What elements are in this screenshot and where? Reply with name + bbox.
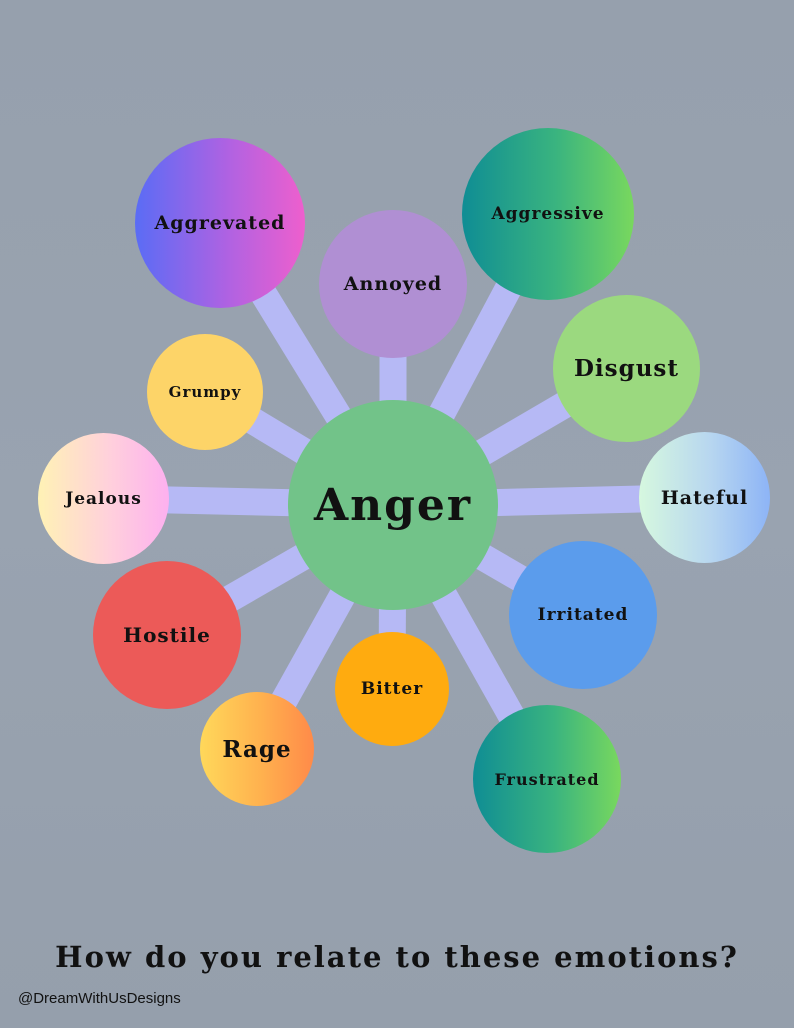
emotion-label-hateful: Hateful xyxy=(660,486,749,509)
emotion-bubble-aggressive: Aggressive xyxy=(462,128,634,300)
emotion-label-rage: Rage xyxy=(222,735,292,763)
emotion-label-irritated: Irritated xyxy=(537,605,629,625)
credit-handle: @DreamWithUsDesigns xyxy=(18,990,181,1007)
emotion-bubble-hostile: Hostile xyxy=(93,561,241,709)
emotion-label-annoyed: Annoyed xyxy=(343,273,443,295)
emotion-bubble-jealous: Jealous xyxy=(38,433,169,564)
center-label: Anger xyxy=(313,479,473,531)
emotion-bubble-disgust: Disgust xyxy=(553,295,700,442)
emotion-bubble-rage: Rage xyxy=(200,692,314,806)
emotion-label-bitter: Bitter xyxy=(360,679,424,699)
emotion-label-aggressive: Aggressive xyxy=(491,204,605,224)
emotion-label-frustrated: Frustrated xyxy=(494,769,600,789)
emotion-label-grumpy: Grumpy xyxy=(168,383,242,401)
question-text: How do you relate to these emotions? xyxy=(55,940,739,974)
emotion-label-aggrevated: Aggrevated xyxy=(154,212,286,234)
emotion-label-jealous: Jealous xyxy=(65,488,142,509)
emotion-bubble-aggrevated: Aggrevated xyxy=(135,138,305,308)
center-bubble-anger: Anger xyxy=(288,400,498,610)
emotion-label-disgust: Disgust xyxy=(573,355,679,382)
emotion-bubble-hateful: Hateful xyxy=(639,432,770,563)
emotion-bubble-grumpy: Grumpy xyxy=(147,334,263,450)
emotion-bubble-frustrated: Frustrated xyxy=(473,705,621,853)
emotion-bubble-annoyed: Annoyed xyxy=(319,210,467,358)
emotion-bubble-irritated: Irritated xyxy=(509,541,657,689)
emotion-bubble-bitter: Bitter xyxy=(335,632,449,746)
emotion-label-hostile: Hostile xyxy=(123,623,211,647)
